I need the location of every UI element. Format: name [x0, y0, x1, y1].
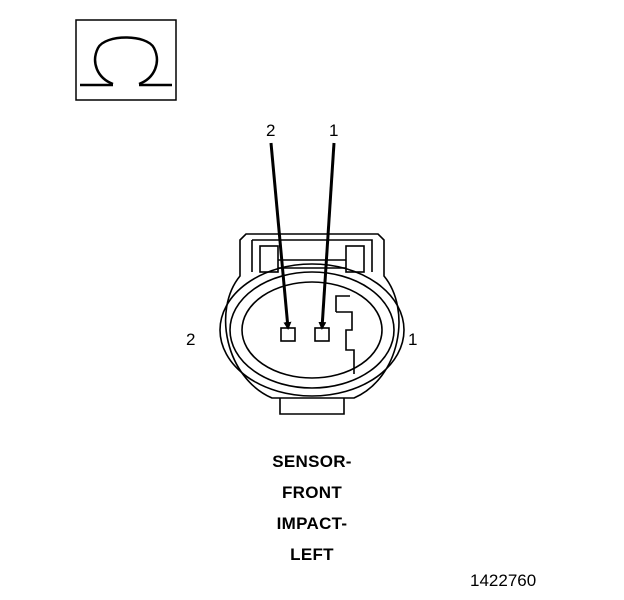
connector-ring-inner: [241, 281, 383, 379]
leader-line-pin-2: [269, 142, 292, 330]
caption-line-4: LEFT: [290, 545, 334, 564]
caption-line-3: IMPACT-: [276, 514, 348, 533]
pin-side-label-1: 1: [408, 330, 417, 349]
connector-body: [219, 233, 405, 415]
latch-left: [259, 245, 279, 273]
caption-line-1: SENSOR-: [272, 452, 352, 471]
pin-callout-1: 1: [329, 121, 338, 140]
latch-frame: [251, 239, 373, 272]
leader-line-pin-1: [318, 142, 336, 330]
terminal-pin-1: [314, 327, 330, 342]
terminal-pin-2: [280, 327, 296, 342]
pin-side-label-2: 2: [186, 330, 195, 349]
latch-right: [345, 245, 365, 273]
figure-id: 1422760: [470, 571, 537, 590]
ohm-icon: [80, 36, 172, 87]
connector-bottom-tab: [279, 398, 345, 415]
caption-line-2: FRONT: [281, 483, 343, 502]
connector-ring-middle: [229, 271, 395, 389]
pin-callout-2: 2: [266, 121, 275, 140]
connector-ring-outer: [219, 263, 405, 397]
keying-notch: [336, 311, 355, 374]
ohm-symbol-box: [75, 19, 177, 101]
